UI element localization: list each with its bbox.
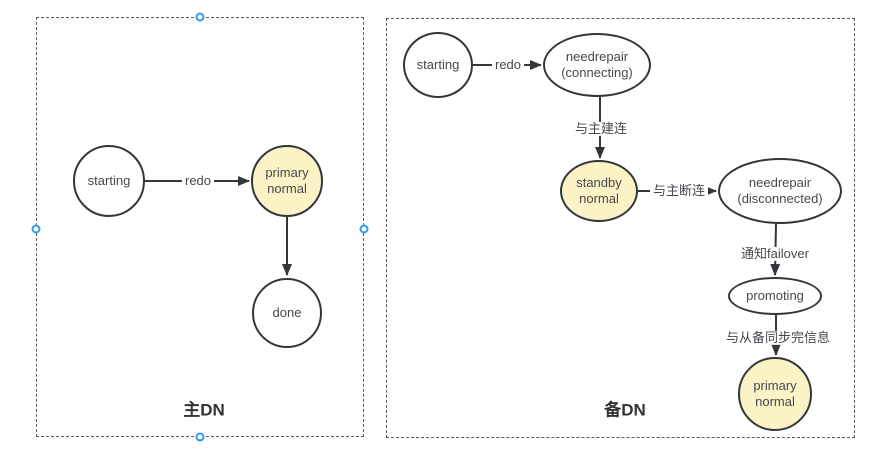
node-main-starting[interactable]: starting <box>73 145 145 217</box>
group-standby-dn[interactable] <box>386 18 855 438</box>
node-standby-needrepair-disconnected[interactable]: needrepair (disconnected) <box>718 158 842 224</box>
node-standby-primary-normal[interactable]: primary normal <box>738 357 812 431</box>
edge-label-notify-failover[interactable]: 通知failover <box>738 246 812 262</box>
selection-handle-left-icon[interactable] <box>31 224 41 234</box>
node-main-done[interactable]: done <box>252 278 322 348</box>
group-caption-standby-dn: 备DN <box>604 400 646 420</box>
edge-label-redo-main[interactable]: redo <box>181 173 215 189</box>
edge-label-redo-standby[interactable]: redo <box>491 57 525 73</box>
selection-handle-right-icon[interactable] <box>359 224 369 234</box>
node-label: primary normal <box>753 377 797 409</box>
node-standby-standby-normal[interactable]: standby normal <box>560 160 638 222</box>
node-main-primary-normal[interactable]: primary normal <box>251 145 323 217</box>
selection-handle-top-icon[interactable] <box>195 12 205 22</box>
selection-handle-bottom-icon[interactable] <box>195 432 205 442</box>
node-standby-needrepair-connecting[interactable]: needrepair (connecting) <box>543 33 651 97</box>
node-label: needrepair (disconnected) <box>737 174 823 206</box>
node-label: starting <box>416 56 460 72</box>
node-label: done <box>272 304 302 320</box>
node-label: starting <box>87 172 131 188</box>
node-standby-promoting[interactable]: promoting <box>728 277 822 315</box>
node-standby-starting[interactable]: starting <box>403 32 473 98</box>
node-label: needrepair (connecting) <box>561 48 633 80</box>
edge-label-connect-to-primary[interactable]: 与主建连 <box>571 121 631 137</box>
edge-label-disconnect-from-primary[interactable]: 与主断连 <box>649 183 709 199</box>
node-label: primary normal <box>265 164 309 196</box>
group-caption-main-dn: 主DN <box>183 400 225 420</box>
edge-label-sync-complete[interactable]: 与从备同步完信息 <box>722 330 834 346</box>
node-label: standby normal <box>576 174 622 206</box>
node-label: promoting <box>746 287 804 303</box>
